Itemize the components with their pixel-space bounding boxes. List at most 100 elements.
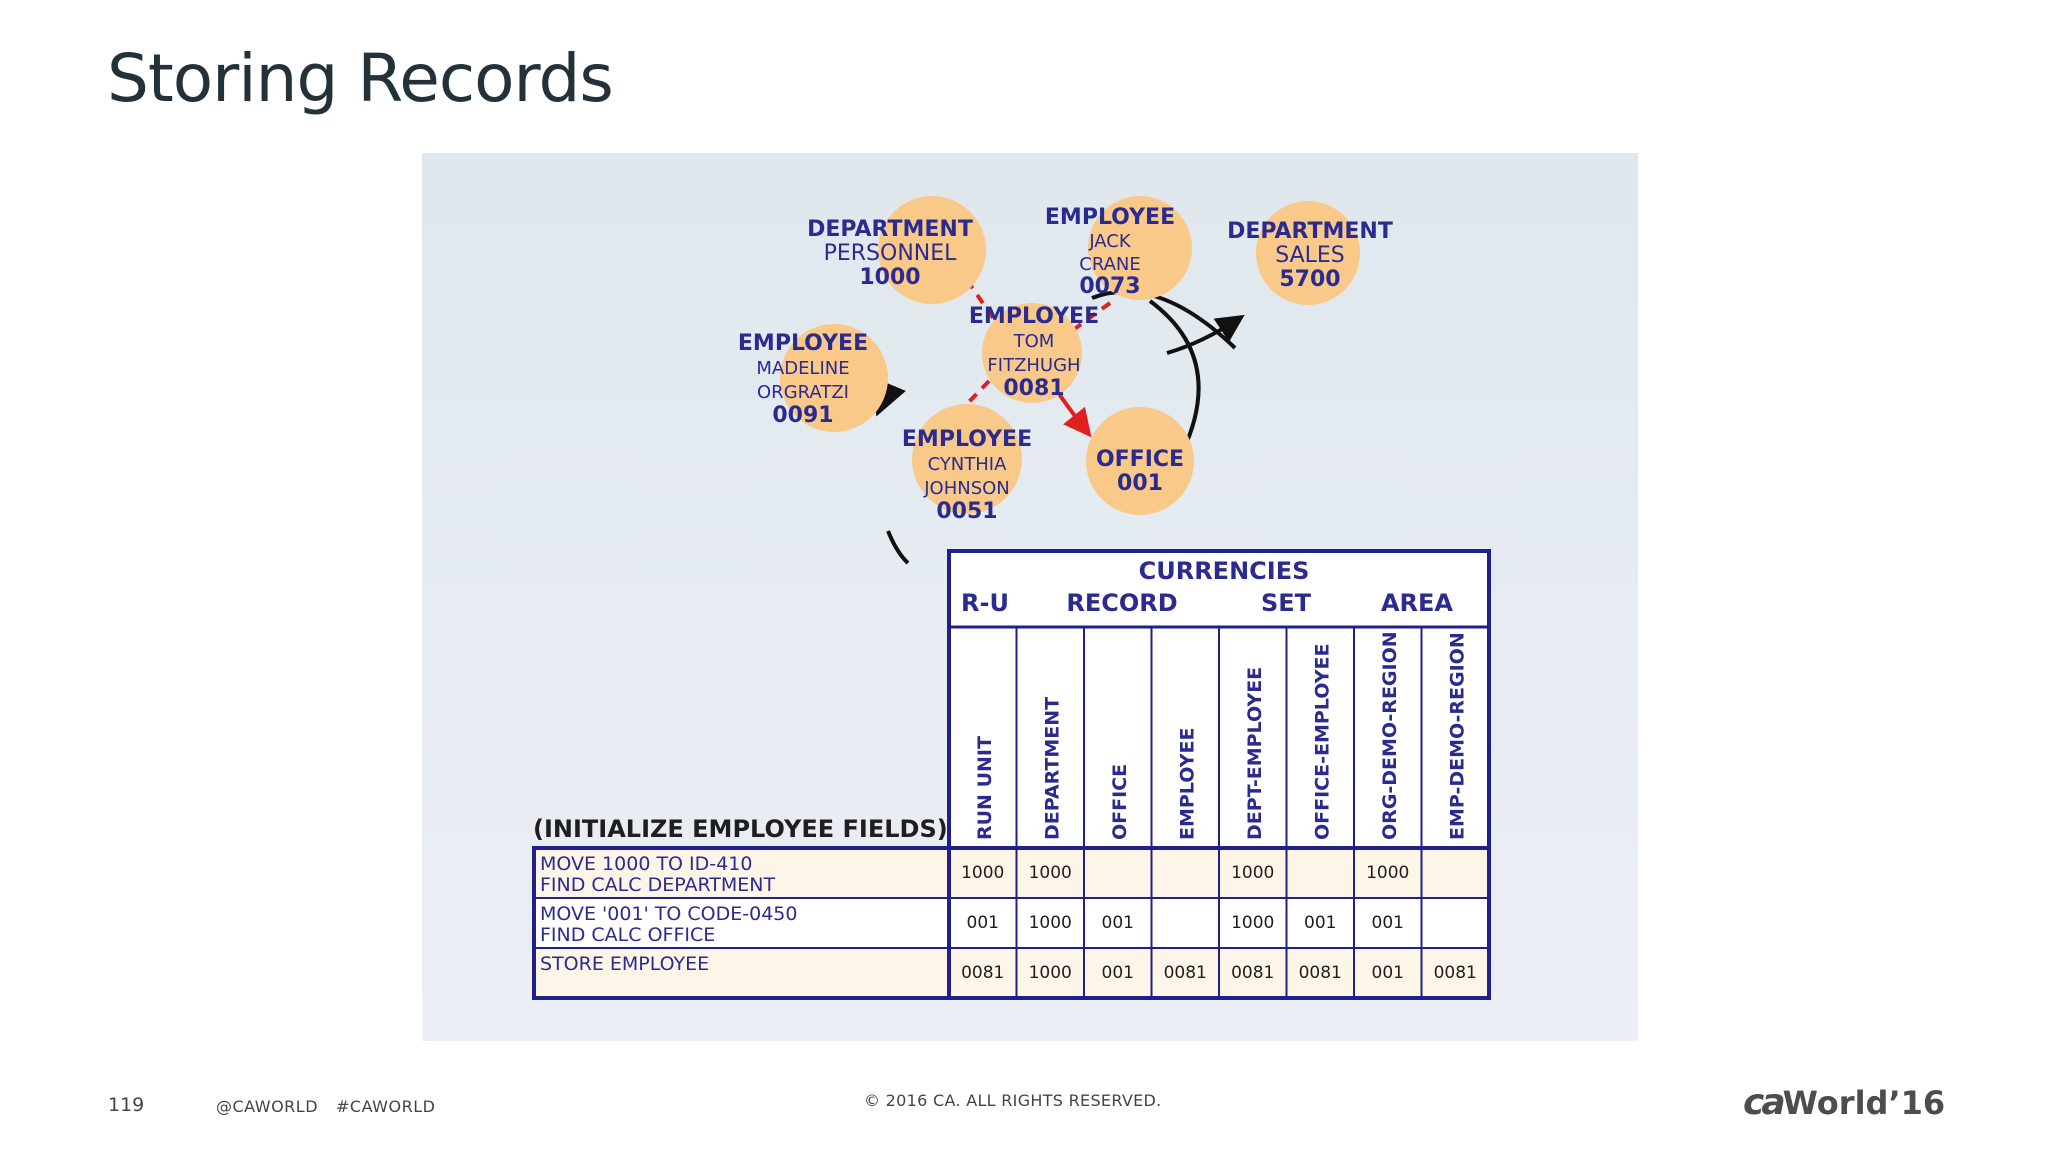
currency-cell: 1000 [1231, 863, 1274, 883]
node-label: 0073 [1079, 274, 1140, 299]
step-cell [534, 848, 949, 898]
page-number: 119 [108, 1094, 145, 1116]
currency-cell: 1000 [1231, 913, 1274, 933]
node-label: 0081 [1003, 376, 1064, 401]
node-label: PERSONNEL [824, 241, 958, 266]
logo-year: ’16 [1888, 1084, 1946, 1122]
currency-cell: 001 [1102, 913, 1134, 933]
column-header: DEPARTMENT [1041, 697, 1063, 840]
node-label: ORGRATZI [757, 382, 849, 403]
column-header: OFFICE-EMPLOYEE [1311, 644, 1333, 840]
group-label: SET [1261, 589, 1312, 617]
currency-cell: 001 [1372, 963, 1404, 983]
node-label: JACK [1088, 231, 1132, 252]
jack-to-tom-dashed [1063, 301, 1112, 338]
node-label: 1000 [859, 265, 920, 290]
table-caption: (INITIALIZE EMPLOYEE FIELDS) [533, 815, 948, 843]
group-label: RECORD [1066, 589, 1177, 617]
currency-table: (INITIALIZE EMPLOYEE FIELDS) CURRENCIES R-… [532, 549, 1491, 1000]
node-label: 001 [1117, 471, 1163, 496]
node-circle [982, 303, 1082, 403]
tom-to-cynthia-dashed [962, 379, 991, 409]
column-header: RUN UNIT [974, 736, 996, 840]
node-label: 0091 [772, 403, 833, 428]
records-diagram: DEPARTMENTPERSONNEL1000EMPLOYEEJACKCRANE… [532, 196, 1491, 1000]
node-label: OFFICE [1096, 447, 1184, 472]
table-row: STORE EMPLOYEE 0081 1000 001 0081 0081 0081 001… [534, 948, 1489, 998]
logo-world: World [1782, 1084, 1889, 1122]
currency-cell: 1000 [1366, 863, 1409, 883]
column-header: OFFICE [1109, 764, 1131, 840]
personnel-to-tom-dashed [965, 278, 1002, 330]
slide-title: Storing Records [107, 40, 614, 117]
logo-ca: ca [1743, 1082, 1786, 1123]
currency-cell: 001 [1304, 913, 1336, 933]
table-outer-frame [947, 549, 1491, 1000]
table-title: CURRENCIES [1139, 557, 1310, 585]
node-label: DEPARTMENT [1227, 219, 1393, 244]
node-label: CRANE [1079, 254, 1141, 275]
currency-cell: 0081 [1164, 963, 1207, 983]
copyright: © 2016 CA. ALL RIGHTS RESERVED. [864, 1091, 1162, 1110]
node-circle [1086, 407, 1194, 515]
currency-cell: 0081 [1299, 963, 1342, 983]
step-text: MOVE 1000 TO ID-410 [540, 853, 752, 875]
node-label: SALES [1275, 243, 1345, 268]
step-cell [534, 948, 949, 998]
set-connections [873, 278, 1245, 565]
currency-cell: 1000 [1029, 913, 1072, 933]
sales-set-arrow [1166, 314, 1245, 355]
node-circle [912, 404, 1022, 514]
node-label: DEPARTMENT [807, 217, 973, 242]
currency-cell: 1000 [1029, 963, 1072, 983]
node-label: 5700 [1279, 267, 1340, 292]
node-label: JOHNSON [923, 478, 1010, 499]
node-label: CYNTHIA [928, 454, 1008, 475]
node-circle [780, 324, 888, 432]
currency-cell: 001 [1102, 963, 1134, 983]
node-label: EMPLOYEE [969, 304, 1099, 329]
column-header: ORG-DEMO-REGION [1379, 631, 1401, 840]
step-text: STORE EMPLOYEE [540, 953, 709, 975]
node-label: FITZHUGH [987, 355, 1080, 376]
node-circle [878, 196, 986, 304]
node-label: MADELINE [756, 358, 849, 379]
column-header: DEPT-EMPLOYEE [1244, 667, 1266, 840]
currency-cell: 0081 [1231, 963, 1274, 983]
social-tags: @CAWORLD #CAWORLD [216, 1097, 453, 1116]
currency-cell: 0081 [961, 963, 1004, 983]
node-label: 0051 [936, 499, 997, 524]
node-circle [1088, 196, 1192, 300]
group-label: AREA [1381, 589, 1453, 617]
step-text: FIND CALC OFFICE [540, 924, 715, 946]
currency-cell: 1000 [961, 863, 1004, 883]
social-handle: @CAWORLD [216, 1097, 319, 1116]
group-label: R-U [961, 589, 1009, 617]
node-label: EMPLOYEE [1045, 205, 1175, 230]
social-hashtag: #CAWORLD [336, 1097, 436, 1116]
currency-cell: 0081 [1434, 963, 1477, 983]
column-header: EMP-DEMO-REGION [1446, 632, 1468, 840]
madeline-to-cynthia-line [886, 530, 910, 565]
step-text: MOVE '001' TO CODE-0450 [540, 903, 797, 925]
currency-cell: 1000 [1029, 863, 1072, 883]
ca-world-logo: caWorld’16 [1743, 1082, 1945, 1123]
record-nodes: DEPARTMENTPERSONNEL1000EMPLOYEEJACKCRANE… [738, 196, 1393, 524]
column-header: EMPLOYEE [1176, 728, 1198, 840]
currency-cell: 001 [967, 913, 999, 933]
node-label: EMPLOYEE [738, 331, 868, 356]
step-text: FIND CALC DEPARTMENT [540, 874, 775, 896]
step-cell [534, 898, 949, 948]
node-label: EMPLOYEE [902, 427, 1032, 452]
currency-cell: 001 [1372, 913, 1404, 933]
